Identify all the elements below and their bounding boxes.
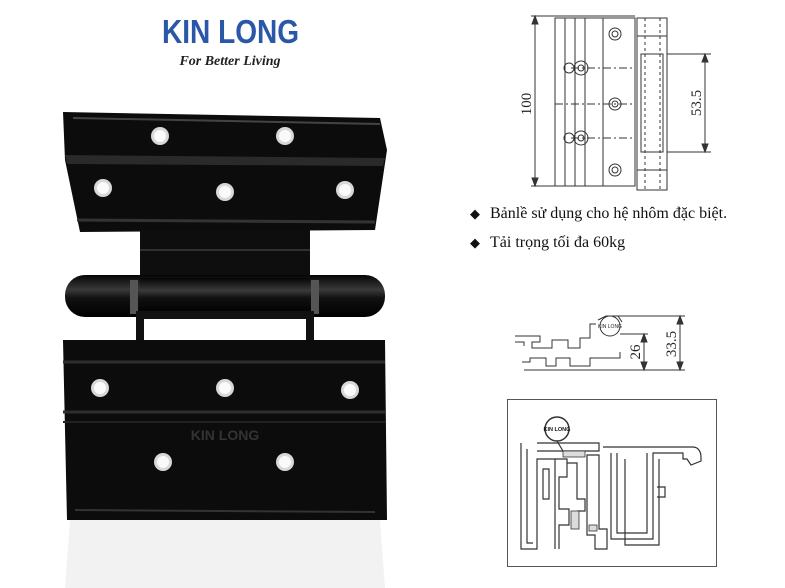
outer-dimension-label: 33.5 [664,331,680,357]
profile-logo: KIN LONG [598,324,622,330]
upper-screw-holes [94,127,354,201]
hinge-product-photo: KIN LONG [63,112,387,588]
feature-item: ◆ Tải trọng tối đa 60kg [470,233,780,253]
brand-name: KIN LONG [162,13,300,50]
upper-leaf [63,112,387,275]
hinge-engraving: KIN LONG [191,427,260,443]
feature-list: ◆ Bảnlề sử dụng cho hệ nhôm đặc biệt. ◆ Tả… [470,204,780,262]
feature-text: Bảnlề sử dụng cho hệ nhôm đặc biệt. [490,205,728,222]
pin-dimension-label: 53.5 [689,90,705,116]
diamond-bullet-icon: ◆ [470,206,480,221]
brand-logo: KIN LONG For Better Living [150,14,310,70]
install-logo: KIN LONG [544,427,571,433]
installation-drawing: KIN LONG [507,399,717,567]
feature-text: Tải trọng tối đa 60kg [490,234,626,251]
profile-section-drawing: KIN LONG 26 33.5 [515,314,685,372]
lower-leaf: KIN LONG [63,340,387,520]
brand-tagline: For Better Living [179,54,281,69]
front-view-drawing: 100 53.5 [519,14,711,191]
feature-item: ◆ Bảnlề sử dụng cho hệ nhôm đặc biệt. [470,204,780,224]
diamond-bullet-icon: ◆ [470,235,480,250]
inner-dimension-label: 26 [628,344,644,360]
height-dimension-label: 100 [519,93,535,116]
lower-screw-holes [91,379,359,471]
